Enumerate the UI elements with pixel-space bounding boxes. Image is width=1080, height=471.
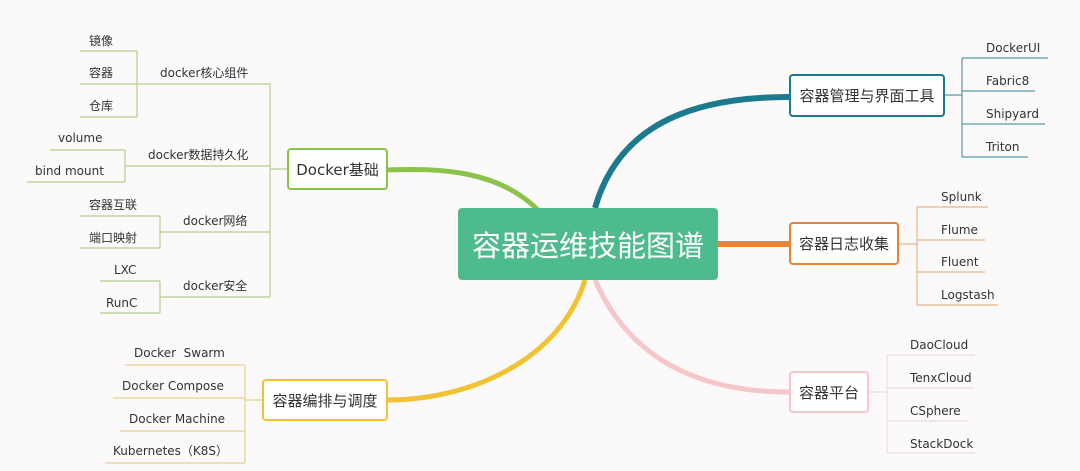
- leaf-flume[interactable]: Flume: [941, 223, 978, 237]
- leaf-shipyard[interactable]: Shipyard: [986, 107, 1039, 121]
- leaf-fluent[interactable]: Fluent: [941, 255, 979, 269]
- subtopic-network[interactable]: docker网络: [183, 214, 248, 228]
- subtopic-core-components[interactable]: docker核心组件: [160, 66, 249, 80]
- leaf-runc[interactable]: RunC: [106, 296, 138, 310]
- leaf-bind-mount[interactable]: bind mount: [35, 164, 104, 178]
- leaf-kubernetes[interactable]: Kubernetes（K8S）: [113, 444, 229, 458]
- leaf-lxc[interactable]: LXC: [114, 263, 137, 277]
- leaf-triton[interactable]: Triton: [986, 140, 1020, 154]
- subtopic-persistence[interactable]: docker数据持久化: [148, 148, 249, 162]
- leaf-splunk[interactable]: Splunk: [941, 190, 982, 204]
- branch-management-link: [592, 94, 790, 209]
- leaf-port-mapping[interactable]: 端口映射: [89, 231, 138, 245]
- branch-docker-basics-link: [387, 166, 542, 214]
- leaf-volume[interactable]: volume: [58, 131, 103, 145]
- leaf-docker-machine[interactable]: Docker Machine: [129, 412, 226, 426]
- leaf-container-link[interactable]: 容器互联: [89, 198, 138, 212]
- leaf-csphere[interactable]: CSphere: [910, 404, 961, 418]
- leaf-daocloud[interactable]: DaoCloud: [910, 338, 969, 352]
- leaf-logstash[interactable]: Logstash: [941, 288, 995, 302]
- central-topic[interactable]: 容器运维技能图谱: [458, 208, 718, 280]
- leaf-image[interactable]: 镜像: [89, 34, 114, 48]
- topic-log-collection[interactable]: 容器日志收集: [789, 222, 899, 265]
- branch-platform-link: [592, 278, 790, 395]
- topic-orchestration[interactable]: 容器编排与调度: [262, 379, 388, 421]
- leaf-docker-swarm[interactable]: Docker Swarm: [134, 346, 225, 360]
- leaf-fabric8[interactable]: Fabric8: [986, 74, 1030, 88]
- leaf-registry[interactable]: 仓库: [89, 99, 114, 113]
- topic-management-tools[interactable]: 容器管理与界面工具: [789, 74, 945, 117]
- leaf-docker-compose[interactable]: Docker Compose: [122, 379, 224, 393]
- leaf-container[interactable]: 容器: [89, 66, 114, 80]
- leaf-stackdock[interactable]: StackDock: [910, 437, 974, 451]
- leaf-tenxcloud[interactable]: TenxCloud: [910, 371, 972, 385]
- branch-orchestration-link: [387, 279, 588, 403]
- leaf-dockerui[interactable]: DockerUI: [986, 41, 1041, 55]
- topic-docker-basics[interactable]: Docker基础: [287, 148, 388, 190]
- subtopic-security[interactable]: docker安全: [183, 279, 248, 293]
- topic-container-platform[interactable]: 容器平台: [789, 371, 869, 413]
